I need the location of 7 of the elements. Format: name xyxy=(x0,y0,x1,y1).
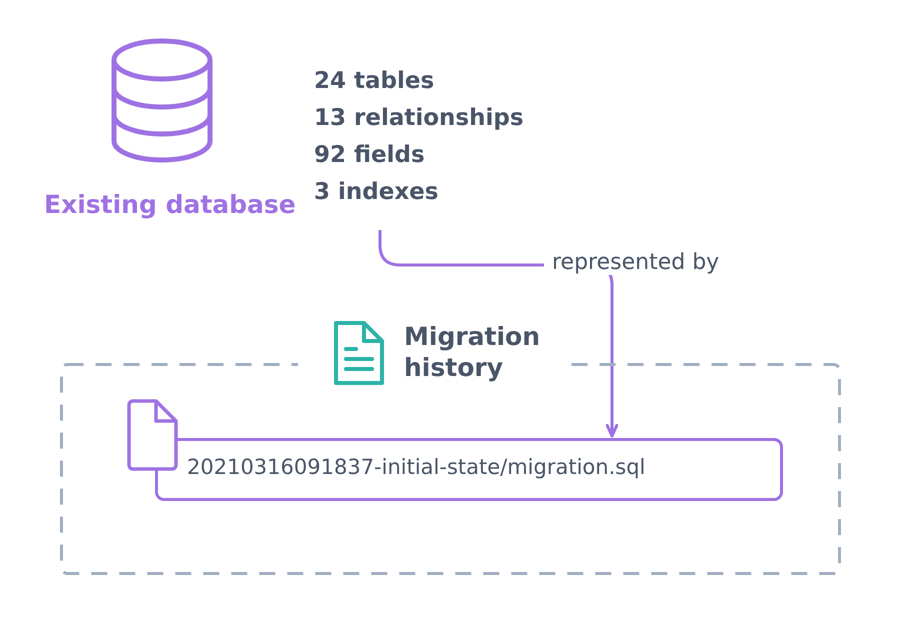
stat-text: 13 relationships xyxy=(314,105,524,131)
stat-text: 24 tables xyxy=(314,68,434,94)
node-label: Existing database xyxy=(44,190,296,219)
stat-text: 92 fields xyxy=(314,142,425,168)
container-heading: Migration history xyxy=(404,321,542,383)
stat-text: 3 indexes xyxy=(314,179,438,205)
file-path: 20210316091837-initial-state/migration.sql xyxy=(187,455,646,479)
